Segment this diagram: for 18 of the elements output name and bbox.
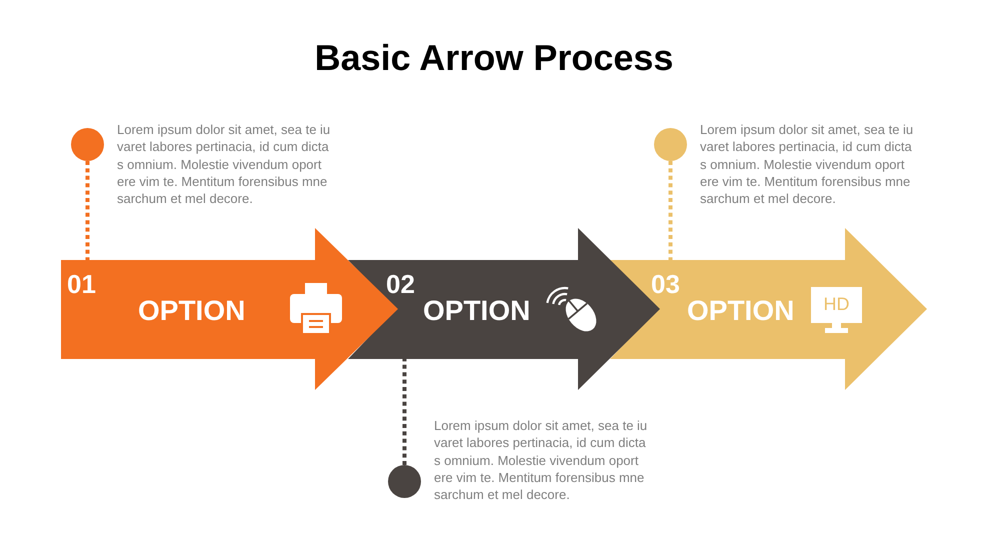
dotted-line [402, 359, 406, 465]
option-label: OPTION [138, 297, 246, 325]
step-number: 01 [67, 271, 96, 297]
title: Basic Arrow Process [314, 40, 674, 76]
step-number: 02 [386, 271, 415, 297]
description-text: Lorem ipsum dolor sit amet, sea te iu varet labores pertinacia, id cum dicta s omnium. Molestie vivendum oport ere vim te. Mentitum forensibus mne sarchum et mel decore. [700, 121, 914, 208]
option-label: OPTION [423, 297, 530, 325]
circle-marker [654, 128, 687, 161]
description-text: Lorem ipsum dolor sit amet, sea te iu varet labores pertinacia, id cum dicta s omnium. Molestie vivendum oport ere vim te. Mentitum forensibus mne sarchum et mel decore. [434, 417, 648, 504]
option-label: OPTION [687, 297, 794, 325]
step-number: 03 [651, 271, 680, 297]
dotted-line [86, 161, 90, 260]
dotted-line [668, 161, 672, 260]
circle-marker [71, 128, 104, 161]
arrow-shape [610, 228, 927, 390]
description-text: Lorem ipsum dolor sit amet, sea te iu varet labores pertinacia, id cum dicta s omnium. Molestie vivendum oport ere vim te. Mentitum forensibus mne sarchum et mel decore. [117, 121, 332, 208]
screen-label: HD [824, 295, 850, 313]
circle-marker [388, 465, 421, 498]
